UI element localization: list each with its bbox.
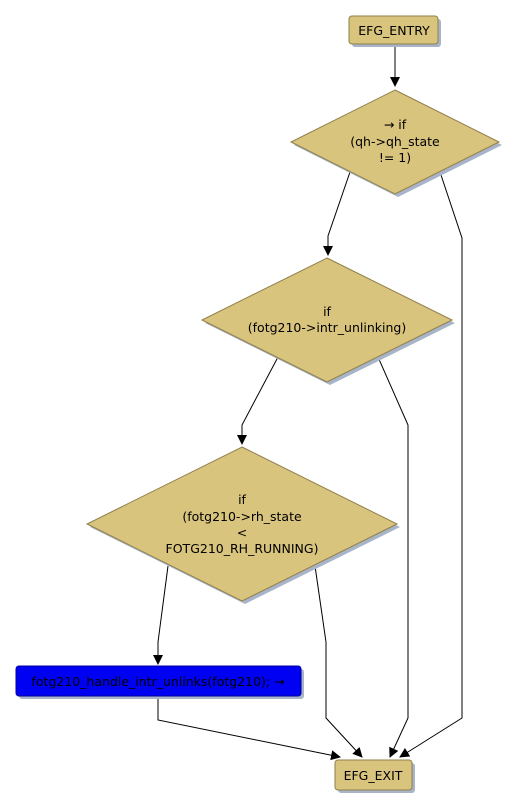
action-label: fotg210_handle_intr_unlinks(fotg210); →: [31, 674, 284, 689]
edge-cond2-to-exit: [377, 356, 409, 758]
cond1-line-2: (qh->qh_state: [350, 134, 440, 149]
action-node-handle-intr-unlinks[interactable]: fotg210_handle_intr_unlinks(fotg210); →: [15, 665, 304, 699]
cond1-line-3: != 1): [379, 150, 411, 165]
decision-node-intr-unlinking[interactable]: if (fotg210->intr_unlinking): [200, 257, 455, 385]
cond1-line-1: → if: [384, 117, 407, 132]
cond2-line-2: (fotg210->intr_unlinking): [248, 320, 406, 335]
edge-cond1-to-cond2: [323, 171, 351, 256]
edge-cond3-to-action: [153, 565, 169, 665]
edge-cond1-to-exit: [399, 171, 463, 758]
exit-label: EFG_EXIT: [344, 768, 403, 783]
cond3-line-2: (fotg210->rh_state: [182, 509, 302, 524]
cond3-line-1: if: [238, 492, 246, 507]
cond2-line-1: if: [323, 304, 331, 319]
edge-cond3-to-exit: [314, 565, 363, 758]
entry-label: EFG_ENTRY: [358, 23, 430, 38]
edge-action-to-exit: [157, 697, 341, 761]
decision-node-rh-state[interactable]: if (fotg210->rh_state < FOTG210_RH_RUNNI…: [85, 446, 400, 604]
entry-node[interactable]: EFG_ENTRY: [348, 15, 441, 47]
edge-cond2-to-cond3: [237, 356, 279, 445]
edges: [153, 46, 463, 761]
action-node-box: [15, 665, 302, 697]
exit-node[interactable]: EFG_EXIT: [334, 759, 415, 793]
cond3-line-3: <: [237, 525, 247, 540]
decision-node-qh-state[interactable]: → if (qh->qh_state != 1): [289, 89, 502, 197]
cond3-line-4: FOTG210_RH_RUNNING): [166, 541, 319, 556]
